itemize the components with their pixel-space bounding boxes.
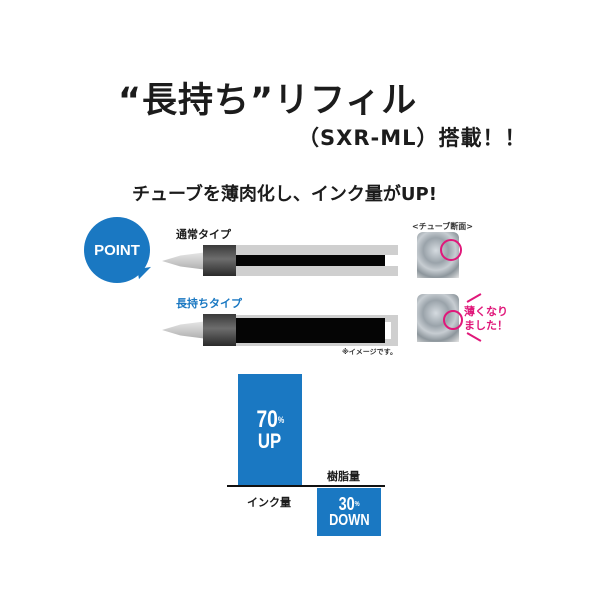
emphasis-line-icon bbox=[466, 293, 482, 303]
long-lasting-refill-illustration bbox=[162, 314, 398, 346]
tube-cross-section-label: <チューブ断面> bbox=[412, 222, 473, 231]
tube-end bbox=[385, 255, 398, 266]
pen-tip-icon bbox=[162, 321, 203, 339]
resin-decrease-bar: 30% DOWN bbox=[317, 488, 381, 536]
headline: チューブを薄肉化し、インク量がUP! bbox=[132, 184, 437, 205]
point-badge: POINT bbox=[84, 217, 150, 283]
resin-decrease-direction: DOWN bbox=[328, 511, 370, 529]
thinner-note: 薄くなり ました！ bbox=[464, 305, 508, 333]
pen-tip-icon bbox=[162, 252, 203, 270]
ink-amount-label: インク量 bbox=[247, 496, 291, 509]
ink-increase-direction: UP bbox=[258, 429, 282, 453]
resin-decrease-value: 30% bbox=[338, 493, 360, 514]
ink-fill bbox=[236, 255, 385, 266]
image-disclaimer: ※イメージです。 bbox=[342, 348, 397, 356]
highlight-circle-icon bbox=[443, 310, 463, 330]
standard-type-label: 通常タイプ bbox=[176, 228, 231, 241]
emphasis-line-icon bbox=[466, 332, 482, 342]
point-badge-label: POINT bbox=[94, 241, 140, 259]
tube-end bbox=[385, 322, 391, 339]
ink-increase-bar: 70% UP bbox=[238, 374, 302, 486]
highlight-circle-icon bbox=[440, 239, 462, 261]
chart-baseline bbox=[227, 485, 385, 487]
thinner-note-line1: 薄くなり bbox=[464, 305, 508, 318]
ink-increase-value: 70% bbox=[256, 405, 284, 433]
page-title: “長持ち”リフィル bbox=[118, 81, 418, 121]
resin-amount-label: 樹脂量 bbox=[327, 470, 360, 483]
pen-sleeve bbox=[203, 314, 236, 346]
thinner-note-line2: ました！ bbox=[464, 319, 508, 332]
ink-fill bbox=[236, 318, 385, 343]
standard-refill-illustration bbox=[162, 245, 398, 276]
pen-sleeve bbox=[203, 245, 236, 276]
long-lasting-type-label: 長持ちタイプ bbox=[176, 297, 242, 310]
page-subtitle: （SXR-ML）搭載！！ bbox=[298, 126, 527, 150]
